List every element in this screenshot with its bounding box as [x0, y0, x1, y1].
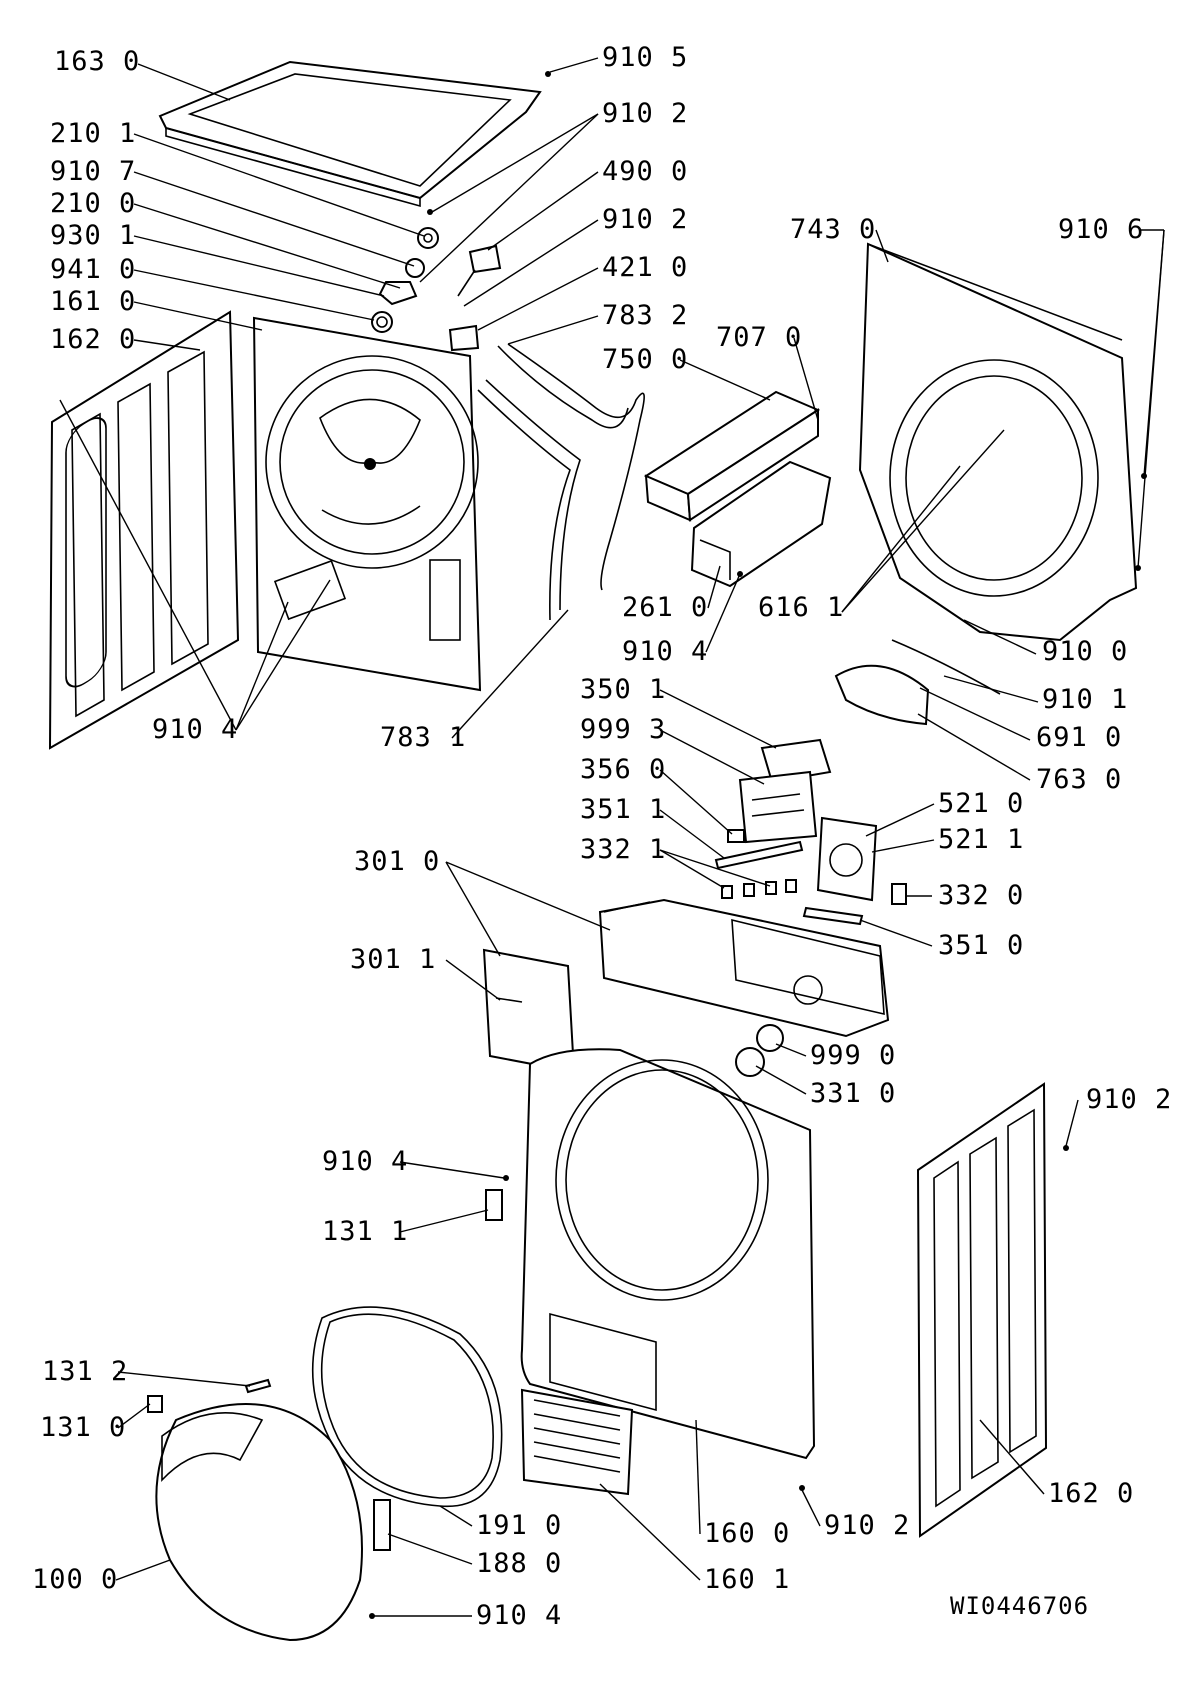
callout-label: 910 6: [1058, 214, 1144, 245]
callout-label: 160 1: [704, 1564, 790, 1595]
callout-label: 350 1: [580, 674, 666, 705]
callout-label: 616 1: [758, 592, 844, 623]
callout-label: 301 0: [354, 846, 440, 877]
callout-label: 351 0: [938, 930, 1024, 961]
callout-label: 131 2: [42, 1356, 128, 1387]
container-housing: [690, 460, 832, 588]
callout-label: 783 1: [380, 722, 466, 753]
callout-label: 162 0: [1048, 1478, 1134, 1509]
callout-label: 763 0: [1036, 764, 1122, 795]
top-lid: [158, 60, 542, 208]
right-side-panel: [916, 1082, 1048, 1538]
filter: [834, 639, 1001, 726]
callout-label: 261 0: [622, 592, 708, 623]
grille: [520, 1388, 634, 1496]
water-container: [643, 390, 821, 522]
callout-label: 930 1: [50, 220, 136, 251]
callout-label: 750 0: [602, 344, 688, 375]
callout-label: 301 1: [350, 944, 436, 975]
callout-label: 743 0: [790, 214, 876, 245]
front-frame: [858, 242, 1138, 642]
diagram-code: WI0446706: [950, 1592, 1089, 1620]
callout-label: 210 1: [50, 118, 136, 149]
hinge-parts: [371, 227, 439, 333]
callout-label: 941 0: [50, 254, 136, 285]
sensor-parts: [448, 244, 502, 352]
callout-label: 910 4: [476, 1600, 562, 1631]
callout-label: 332 0: [938, 880, 1024, 911]
callout-label: 188 0: [476, 1548, 562, 1579]
switch-parts: [714, 829, 804, 899]
callout-label: 162 0: [50, 324, 136, 355]
callout-label: 332 1: [580, 834, 666, 865]
front-panel: [520, 1048, 816, 1460]
callout-label: 210 0: [50, 188, 136, 219]
callout-label: 331 0: [810, 1078, 896, 1109]
door-seal: [311, 1306, 503, 1508]
left-side-panel: [48, 310, 240, 750]
callout-label: 910 2: [824, 1510, 910, 1541]
rear-panel: [252, 316, 482, 692]
callout-label: 160 0: [704, 1518, 790, 1549]
callout-label: 351 1: [580, 794, 666, 825]
callout-label: 521 1: [938, 824, 1024, 855]
callout-label: 910 2: [1086, 1084, 1172, 1115]
callout-label: 910 4: [622, 636, 708, 667]
control-panel: [598, 898, 890, 1038]
hose: [477, 343, 645, 621]
callout-label: 163 0: [54, 46, 140, 77]
callout-label: 999 3: [580, 714, 666, 745]
callout-label: 910 2: [602, 204, 688, 235]
callout-label: 691 0: [1036, 722, 1122, 753]
callout-label: 191 0: [476, 1510, 562, 1541]
callout-label: 421 0: [602, 252, 688, 283]
callout-label: 356 0: [580, 754, 666, 785]
callout-label: 131 1: [322, 1216, 408, 1247]
callout-label: 910 4: [152, 714, 238, 745]
callout-label: 521 0: [938, 788, 1024, 819]
callout-label: 131 0: [40, 1412, 126, 1443]
leader-lines: [59, 57, 1165, 1617]
callout-label: 910 4: [322, 1146, 408, 1177]
callout-label: 100 0: [32, 1564, 118, 1595]
selector-module: [802, 816, 907, 926]
callout-label: 910 5: [602, 42, 688, 73]
callout-label: 910 0: [1042, 636, 1128, 667]
door: [155, 1403, 363, 1642]
callout-label: 161 0: [50, 286, 136, 317]
callout-label: 910 7: [50, 156, 136, 187]
callout-label: 707 0: [716, 322, 802, 353]
callout-label: 783 2: [602, 300, 688, 331]
electronic-boards: [738, 738, 832, 844]
callout-label: 490 0: [602, 156, 688, 187]
callout-label: 910 1: [1042, 684, 1128, 715]
callout-label: 999 0: [810, 1040, 896, 1071]
callout-labels: 163 0 910 5 210 1 910 2 910 7 490 0 210 …: [32, 42, 1172, 1631]
callout-label: 910 2: [602, 98, 688, 129]
door-hardware: [147, 1175, 509, 1551]
